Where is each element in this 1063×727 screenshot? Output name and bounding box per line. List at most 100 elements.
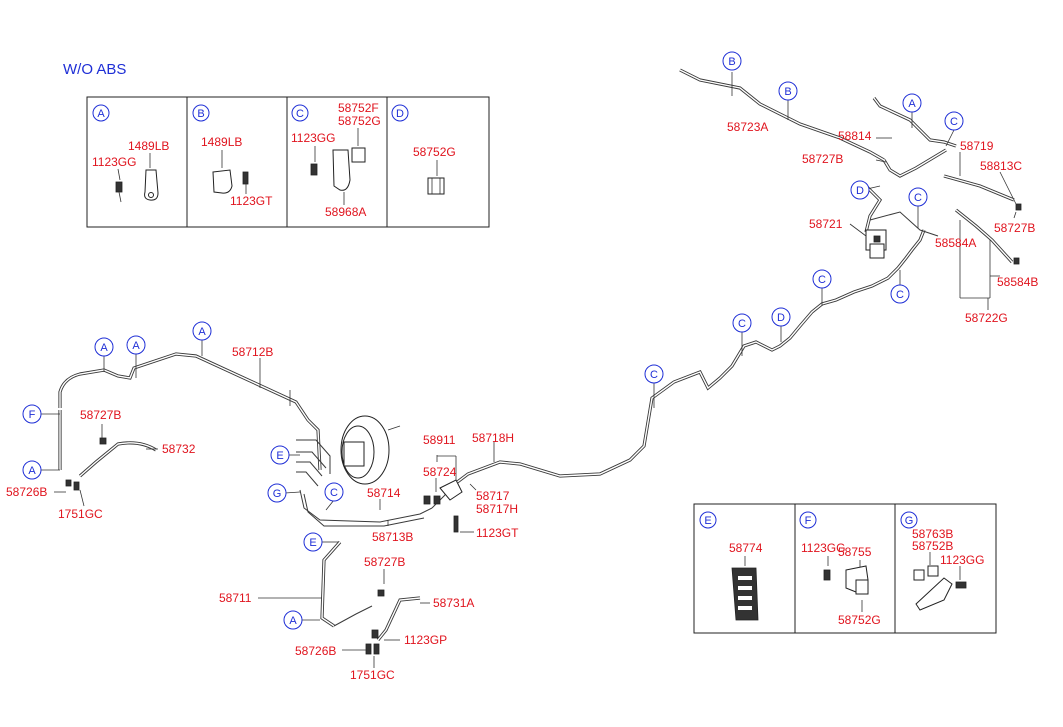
- detail-g-part-3: 1123GG: [940, 553, 984, 567]
- part-label-58712b: 58712B: [232, 345, 273, 359]
- callout-c-4: C: [890, 284, 910, 304]
- callout-c-6: C: [644, 364, 664, 384]
- clamp-part-icon: [855, 579, 869, 595]
- bolt-icon: [242, 171, 249, 185]
- detail-cell-g: G 58763B 58752B 1123GG: [900, 511, 984, 611]
- detail-f-part-2: 1123GG: [801, 541, 845, 555]
- callout-b-1: B: [722, 51, 742, 71]
- svg-text:A: A: [100, 342, 108, 354]
- callout-g-1: G: [267, 483, 287, 503]
- part-label-58727b: 58727B: [80, 408, 121, 422]
- callout-a-1: A: [902, 93, 922, 113]
- detail-b-part-1: 1489LB: [201, 135, 242, 149]
- callout-a-2: A: [192, 321, 212, 341]
- bracket-part-icon: [144, 169, 159, 201]
- detail-f-part-1: 58755: [838, 545, 872, 559]
- detail-a-part-2: 1123GG: [92, 155, 136, 169]
- svg-text:D: D: [777, 312, 785, 324]
- callout-e-1: E: [270, 445, 290, 465]
- pipe-clip-icon: [731, 567, 759, 621]
- part-label-58717h: 58717H: [476, 502, 518, 516]
- callout-a-5: A: [22, 460, 42, 480]
- part-label-58813c: 58813C: [980, 159, 1022, 173]
- callout-d-2: D: [771, 307, 791, 327]
- detail-f-letter: F: [805, 515, 812, 527]
- part-label-58726b: 58726B: [6, 485, 47, 499]
- part-label-58724: 58724: [423, 465, 457, 479]
- svg-text:A: A: [289, 615, 297, 627]
- svg-text:C: C: [818, 274, 826, 286]
- brake-booster-assembly: [340, 415, 401, 485]
- part-label-58732: 58732: [162, 442, 196, 456]
- proportioning-valve-assembly: [865, 229, 887, 259]
- part-label-58911: 58911: [423, 433, 456, 447]
- svg-text:A: A: [28, 465, 36, 477]
- callout-e-2: E: [303, 532, 323, 552]
- clamp-part-icon: [427, 177, 445, 195]
- svg-text:G: G: [273, 488, 282, 500]
- detail-cell-c: C 58752F 58752G 1123GG 58968A: [291, 101, 381, 219]
- diagram-title: W/O ABS: [63, 61, 126, 78]
- detail-a-letter: A: [97, 108, 105, 120]
- part-label-58726b: 58726B: [295, 644, 336, 658]
- detail-box-top: [86, 96, 490, 228]
- part-label-58714: 58714: [367, 486, 401, 500]
- svg-text:E: E: [309, 537, 316, 549]
- svg-text:C: C: [896, 289, 904, 301]
- svg-text:B: B: [784, 86, 791, 98]
- detail-box-bottom: [693, 503, 997, 634]
- clamp-part-icon: [351, 147, 366, 163]
- detail-cell-e: E 58774: [699, 511, 763, 621]
- callout-c-5: C: [732, 313, 752, 333]
- detail-f-part-3: 58752G: [838, 613, 881, 627]
- callout-c-1: C: [944, 111, 964, 131]
- callout-b-2: B: [778, 81, 798, 101]
- bracket-part-icon: [915, 577, 953, 611]
- svg-text:B: B: [728, 56, 735, 68]
- callout-a-6: A: [283, 610, 303, 630]
- detail-b-letter: B: [197, 108, 204, 120]
- bolt-icon: [310, 163, 318, 176]
- part-label-58584b: 58584B: [997, 275, 1038, 289]
- callout-c-7: C: [324, 482, 344, 502]
- svg-text:C: C: [738, 318, 746, 330]
- brake-pipes: [58, 68, 1015, 641]
- callout-a-4: A: [94, 337, 114, 357]
- part-label-58711: 58711: [219, 591, 252, 605]
- detail-g-letter: G: [905, 515, 914, 527]
- bolt-icon: [823, 569, 831, 581]
- detail-cell-d: D 58752G: [391, 104, 456, 195]
- callout-d-1: D: [850, 180, 870, 200]
- callout-a-3: A: [126, 335, 146, 355]
- callout-f-1: F: [22, 404, 42, 424]
- part-label-58721: 58721: [809, 217, 843, 231]
- detail-e-letter: E: [704, 515, 711, 527]
- detail-c-letter: C: [296, 108, 304, 120]
- detail-a-part-1: 1489LB: [128, 139, 169, 153]
- svg-text:A: A: [198, 326, 206, 338]
- callout-c-3: C: [812, 269, 832, 289]
- detail-cell-b: B 1489LB 1123GT: [192, 104, 273, 208]
- svg-text:D: D: [856, 185, 864, 197]
- svg-text:A: A: [132, 340, 140, 352]
- svg-text:F: F: [29, 409, 36, 421]
- part-label-58719: 58719: [960, 139, 994, 153]
- part-label-1751gc: 1751GC: [58, 507, 103, 521]
- part-label-1751gc: 1751GC: [350, 668, 395, 682]
- part-label-58731a: 58731A: [433, 596, 474, 610]
- part-label-1123gp: 1123GP: [404, 633, 447, 647]
- detail-c-part-2: 58752G: [338, 114, 381, 128]
- detail-b-part-2: 1123GT: [230, 194, 273, 208]
- svg-text:C: C: [950, 116, 958, 128]
- bolt-icon: [115, 181, 123, 193]
- fittings: [65, 203, 1022, 655]
- svg-text:A: A: [908, 98, 916, 110]
- bracket-part-icon: [332, 149, 351, 191]
- detail-g-part-2: 58752B: [912, 539, 953, 553]
- svg-text:C: C: [914, 192, 922, 204]
- part-label-58727b: 58727B: [994, 221, 1035, 235]
- part-label-58727b: 58727B: [364, 555, 405, 569]
- clamp-part-icon: [927, 565, 939, 577]
